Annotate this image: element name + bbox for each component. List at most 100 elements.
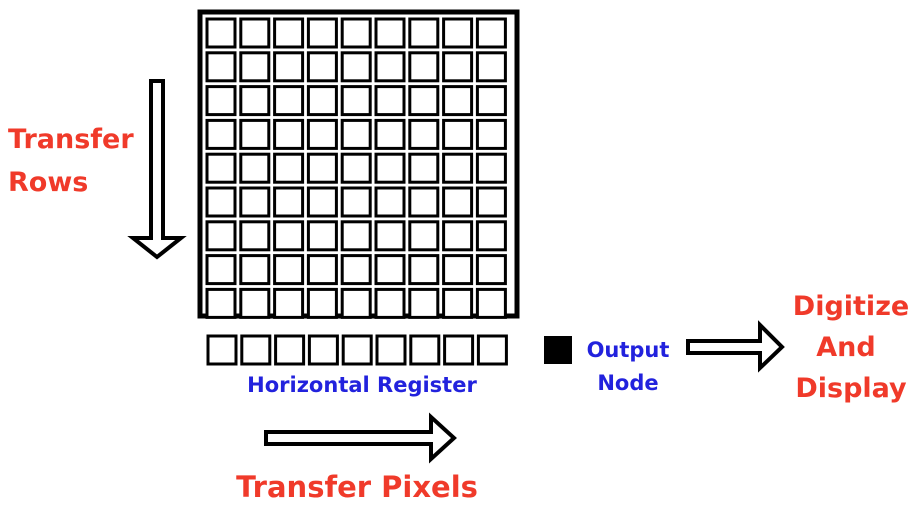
ccd-pixel-cell	[239, 254, 271, 286]
ccd-pixel-cell	[340, 85, 372, 117]
ccd-pixel-cell	[408, 152, 440, 184]
output-node-label-line2: Node	[597, 371, 658, 395]
ccd-pixel-cell	[475, 118, 507, 150]
digitize-label-line3: Display	[795, 373, 907, 404]
ccd-pixel-cell	[340, 152, 372, 184]
ccd-pixel-cell	[475, 85, 507, 117]
ccd-pixel-cell	[205, 118, 237, 150]
ccd-pixel-cell	[205, 287, 237, 319]
ccd-pixel-cell	[442, 287, 474, 319]
ccd-pixel-cell	[374, 85, 406, 117]
ccd-pixel-cell	[239, 220, 271, 252]
ccd-pixel-cell	[475, 186, 507, 218]
ccd-pixel-cell	[374, 254, 406, 286]
ccd-pixel-cell	[442, 85, 474, 117]
ccd-pixel-cell	[408, 254, 440, 286]
ccd-pixel-cell	[306, 17, 338, 49]
ccd-pixel-cell	[374, 186, 406, 218]
ccd-pixel-cell	[273, 186, 305, 218]
ccd-pixel-cell	[340, 254, 372, 286]
ccd-pixel-cell	[442, 17, 474, 49]
output-arrow	[686, 320, 785, 373]
ccd-pixel-cell	[442, 152, 474, 184]
ccd-pixel-cell	[374, 220, 406, 252]
ccd-pixel-cell	[239, 152, 271, 184]
ccd-pixel-cell	[205, 186, 237, 218]
horizontal-register-label: Horizontal Register	[247, 373, 477, 397]
ccd-pixel-cell	[475, 152, 507, 184]
output-node-square	[544, 336, 572, 364]
digitize-label-line1: Digitize	[793, 291, 909, 322]
ccd-pixel-cell	[205, 85, 237, 117]
ccd-pixel-cell	[475, 254, 507, 286]
digitize-label-line2: And	[816, 332, 875, 363]
transfer-rows-label-line1: Transfer	[8, 124, 134, 155]
ccd-pixel-cell	[408, 287, 440, 319]
ccd-pixel-cell	[306, 220, 338, 252]
ccd-pixel-cell	[340, 118, 372, 150]
ccd-pixel-cell	[340, 220, 372, 252]
transfer-rows-arrow	[127, 79, 187, 260]
ccd-pixel-cell	[306, 118, 338, 150]
ccd-pixel-cell	[475, 51, 507, 83]
ccd-pixel-cell	[273, 118, 305, 150]
ccd-pixel-cell	[205, 17, 237, 49]
ccd-pixel-cell	[273, 85, 305, 117]
ccd-pixel-cell	[374, 287, 406, 319]
ccd-pixel-cell	[408, 85, 440, 117]
ccd-pixel-cell	[239, 51, 271, 83]
ccd-pixel-cell	[408, 118, 440, 150]
ccd-pixel-cell	[306, 254, 338, 286]
ccd-pixel-cell	[408, 17, 440, 49]
ccd-pixel-cell	[442, 220, 474, 252]
ccd-pixel-cell	[273, 220, 305, 252]
ccd-pixel-cell	[374, 118, 406, 150]
ccd-pixel-cell	[273, 287, 305, 319]
register-cell	[307, 334, 339, 366]
ccd-pixel-cell	[239, 85, 271, 117]
ccd-cells	[205, 17, 507, 319]
ccd-pixel-cell	[273, 51, 305, 83]
register-cell	[443, 334, 475, 366]
output-node-label-line1: Output	[587, 338, 670, 362]
ccd-pixel-cell	[306, 152, 338, 184]
ccd-pixel-cell	[205, 51, 237, 83]
ccd-pixel-cell	[205, 152, 237, 184]
ccd-pixel-cell	[273, 254, 305, 286]
register-cell	[476, 334, 508, 366]
horizontal-register-cells	[206, 334, 508, 366]
ccd-pixel-cell	[239, 118, 271, 150]
ccd-pixel-cell	[239, 287, 271, 319]
transfer-pixels-arrow	[264, 412, 457, 464]
ccd-pixel-cell	[306, 85, 338, 117]
ccd-pixel-cell	[205, 220, 237, 252]
ccd-pixel-cell	[442, 118, 474, 150]
ccd-pixel-cell	[306, 186, 338, 218]
ccd-pixel-cell	[340, 51, 372, 83]
ccd-pixel-cell	[475, 17, 507, 49]
ccd-pixel-cell	[442, 51, 474, 83]
ccd-pixel-cell	[442, 254, 474, 286]
ccd-pixel-cell	[306, 51, 338, 83]
ccd-pixel-cell	[239, 17, 271, 49]
register-cell	[409, 334, 441, 366]
ccd-pixel-cell	[239, 186, 271, 218]
ccd-pixel-cell	[340, 287, 372, 319]
register-cell	[274, 334, 306, 366]
ccd-pixel-cell	[475, 287, 507, 319]
register-cell	[206, 334, 238, 366]
transfer-rows-label-line2: Rows	[8, 167, 88, 198]
transfer-pixels-label: Transfer Pixels	[236, 470, 478, 504]
ccd-pixel-cell	[273, 152, 305, 184]
register-cell	[240, 334, 272, 366]
ccd-pixel-cell	[340, 17, 372, 49]
ccd-pixel-cell	[408, 51, 440, 83]
ccd-pixel-cell	[306, 287, 338, 319]
register-cell	[341, 334, 373, 366]
ccd-pixel-array	[197, 9, 520, 319]
ccd-pixel-cell	[374, 152, 406, 184]
ccd-pixel-cell	[408, 186, 440, 218]
ccd-pixel-cell	[408, 220, 440, 252]
ccd-pixel-cell	[442, 186, 474, 218]
